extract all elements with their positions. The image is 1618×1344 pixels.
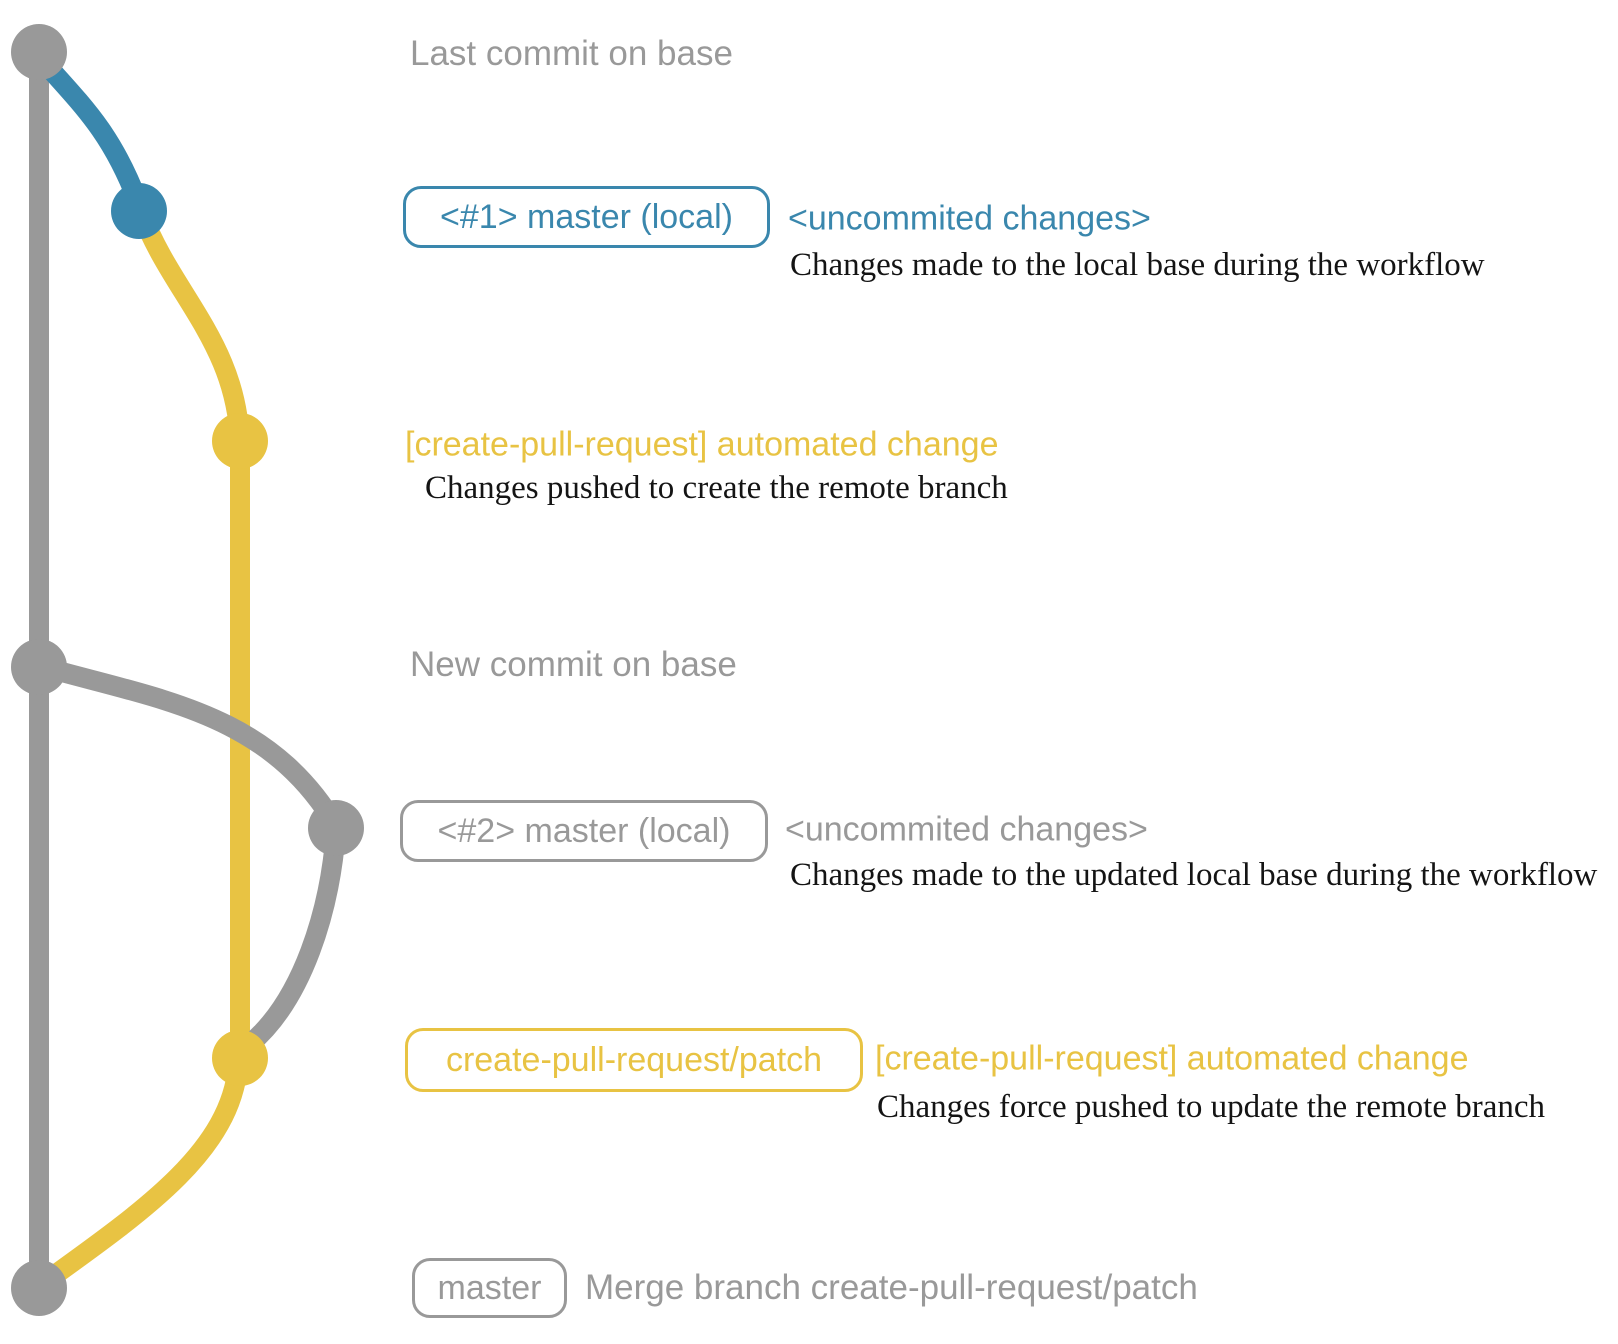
master-local-1-badge: <#1> master (local): [403, 186, 770, 248]
local-changes-1-description: Changes made to the local base during th…: [790, 246, 1485, 283]
master-badge-label: master: [437, 1268, 542, 1307]
commit-node-local-1: [111, 183, 167, 239]
commit-node-local-2: [308, 800, 364, 856]
master-local-2-badge-label: <#2> master (local): [437, 811, 731, 850]
uncommited-changes-1-label: <uncommited changes>: [788, 199, 1151, 238]
local-changes-2-description: Changes made to the updated local base d…: [790, 856, 1598, 893]
new-commit-on-base-label: New commit on base: [410, 644, 737, 684]
local-branch-curve: [32, 50, 148, 212]
uncommited-changes-2-label: <uncommited changes>: [785, 810, 1148, 849]
commit-node-new-base: [11, 639, 67, 695]
last-commit-on-base-label: Last commit on base: [410, 33, 733, 73]
commit-node-automated-2: [212, 1030, 268, 1086]
commit-node-last-base: [11, 24, 67, 80]
create-pull-request-patch-badge-label: create-pull-request/patch: [445, 1040, 823, 1079]
automated-change-2-description: Changes force pushed to update the remot…: [877, 1088, 1546, 1125]
master-badge: master: [412, 1258, 567, 1318]
base-into-remote-curve: [240, 820, 346, 1054]
create-pull-request-patch-badge: create-pull-request/patch: [405, 1028, 863, 1092]
commit-node-automated-1: [212, 413, 268, 469]
automated-change-2-label: [create-pull-request] automated change: [875, 1039, 1469, 1078]
master-local-1-badge-label: <#1> master (local): [440, 197, 733, 236]
merge-branch-label: Merge branch create-pull-request/patch: [585, 1267, 1198, 1307]
master-local-2-badge: <#2> master (local): [400, 800, 768, 862]
automated-change-1-description: Changes pushed to create the remote bran…: [425, 469, 1008, 506]
remote-merge-curve: [35, 1056, 248, 1292]
commit-node-merge: [11, 1260, 67, 1316]
automated-change-1-label: [create-pull-request] automated change: [405, 425, 999, 464]
remote-branch-path: [132, 204, 250, 1066]
base-update-curve: [30, 656, 346, 836]
